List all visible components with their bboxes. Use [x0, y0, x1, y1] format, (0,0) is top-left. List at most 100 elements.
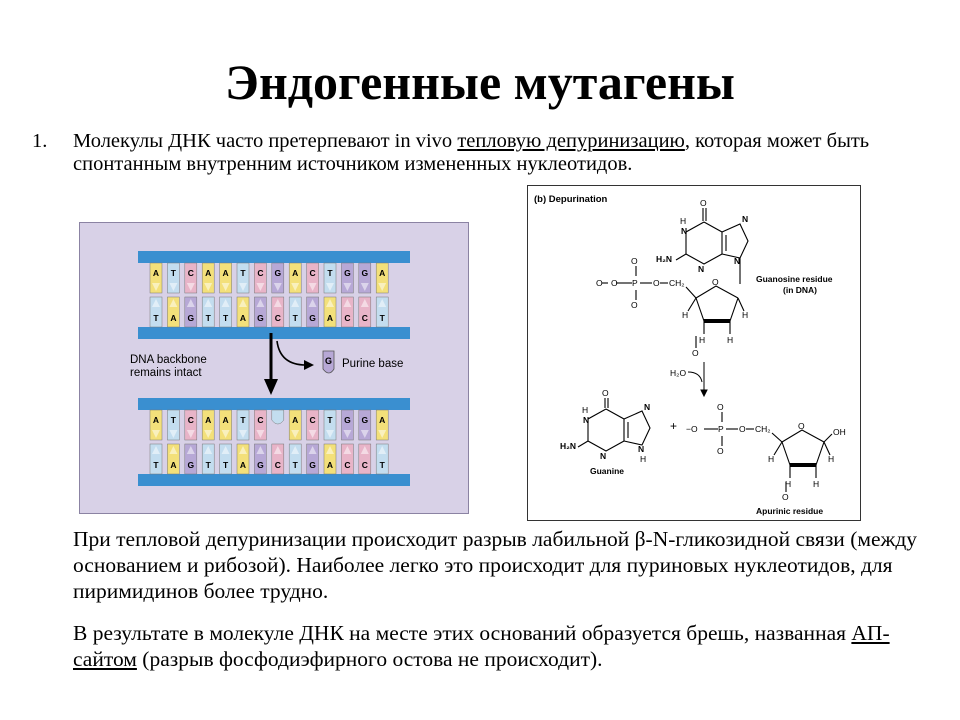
- base-tip: [186, 283, 195, 291]
- atom-ch2: CH₂: [755, 424, 771, 434]
- base-letter: G: [257, 313, 264, 323]
- base-tip: [326, 430, 334, 438]
- base-tip: [256, 283, 265, 291]
- base-bottom: [149, 443, 163, 475]
- base-bottom: [341, 443, 354, 475]
- base-letter: T: [240, 415, 246, 425]
- base-bottom: [271, 296, 285, 328]
- atom-h: H: [813, 479, 819, 489]
- base-letter: C: [188, 268, 194, 278]
- base-tip: [308, 430, 317, 438]
- base-tip: [308, 446, 317, 454]
- base-tip: [273, 283, 282, 291]
- base-letter: T: [380, 313, 386, 323]
- base-top: [254, 409, 267, 441]
- item1-text-before: Молекулы ДНК часто претерпевают in vivo: [73, 130, 458, 152]
- base-letter: T: [171, 415, 177, 425]
- base-letter: C: [310, 268, 316, 278]
- backbone-label-line2: remains intact: [130, 367, 202, 379]
- base-top: [323, 262, 337, 294]
- base-letter: A: [223, 268, 229, 278]
- atom-p: P: [632, 278, 638, 288]
- base-bottom: [184, 296, 198, 328]
- purine-base-icon: G: [322, 350, 335, 374]
- base-bottom: [201, 296, 215, 328]
- base-top: [341, 262, 354, 294]
- base-bottom: [167, 296, 180, 328]
- base-tip: [343, 299, 352, 307]
- base-top: [219, 262, 232, 294]
- base-letter: T: [293, 460, 299, 470]
- base-letter: C: [275, 313, 281, 323]
- base-top: [358, 262, 372, 294]
- base-bottom: [323, 296, 337, 328]
- atom-n: N: [644, 402, 650, 412]
- atom-o: O: [596, 278, 603, 288]
- atom-o: O: [717, 446, 724, 456]
- base-top: [201, 262, 215, 294]
- base-tip: [152, 299, 160, 307]
- atom-o: O: [631, 300, 638, 310]
- water-label: H₂O: [670, 368, 686, 378]
- atom-h: H: [640, 454, 646, 464]
- base-tip: [152, 446, 160, 454]
- base-letter: T: [206, 313, 212, 323]
- base-top: [184, 262, 198, 294]
- atom-o: O: [717, 402, 724, 412]
- base-tip: [256, 299, 265, 307]
- base-tip: [256, 430, 265, 438]
- base-bottom: [288, 443, 302, 475]
- base-letter: A: [223, 415, 229, 425]
- base-top: [306, 409, 319, 441]
- base-tip: [378, 299, 387, 307]
- ap-site-term: АП-сайтом: [73, 621, 890, 671]
- atom-o: O: [712, 277, 719, 287]
- base-tip: [378, 283, 387, 291]
- base-tip: [360, 299, 369, 307]
- base-letter: A: [292, 415, 298, 425]
- atom-h: H: [582, 405, 588, 415]
- base-letter: A: [240, 313, 246, 323]
- base-letter: G: [187, 460, 194, 470]
- base-letter: A: [205, 415, 211, 425]
- down-arrow-icon: [264, 333, 278, 395]
- base-top: [306, 262, 319, 294]
- phosphate-bottom: [704, 412, 754, 446]
- base-letter: T: [223, 460, 229, 470]
- base-bottom: [358, 443, 372, 475]
- base-letter: G: [257, 460, 264, 470]
- base-letter: C: [344, 460, 350, 470]
- base-bottom: [375, 296, 389, 328]
- base-tip: [378, 430, 387, 438]
- atom-minus-o: −O: [686, 424, 698, 434]
- atom-h: H: [680, 216, 686, 226]
- base-top: [236, 409, 250, 441]
- base-tip: [169, 446, 178, 454]
- atom-h: H: [682, 310, 688, 320]
- page-title: Эндогенные мутагены: [225, 54, 735, 110]
- base-letter: G: [344, 268, 351, 278]
- base-tip: [360, 283, 369, 291]
- base-letter: T: [171, 268, 177, 278]
- reaction-arrow-icon: [687, 362, 708, 398]
- base-tip: [291, 430, 300, 438]
- base-tip: [326, 283, 334, 291]
- base-letter: C: [362, 313, 368, 323]
- base-tip: [343, 430, 352, 438]
- base-letter: C: [257, 415, 263, 425]
- atom-o: O: [739, 424, 746, 434]
- base-letter: T: [223, 313, 229, 323]
- base-bottom: [306, 296, 319, 328]
- guanine-ring-top: [675, 208, 749, 284]
- atom-n: N: [583, 415, 589, 425]
- base-letter: C: [344, 313, 350, 323]
- backbone-top: [138, 251, 410, 263]
- base-tip: [239, 299, 247, 307]
- list-item-text: Молекулы ДНК часто претерпевают in vivo …: [73, 130, 902, 176]
- atom-h: H: [785, 479, 791, 489]
- atom-n: N: [681, 226, 687, 236]
- base-bottom: [254, 296, 267, 328]
- base-bottom: [184, 443, 198, 475]
- base-top: [167, 262, 180, 294]
- base-bottom: [358, 296, 372, 328]
